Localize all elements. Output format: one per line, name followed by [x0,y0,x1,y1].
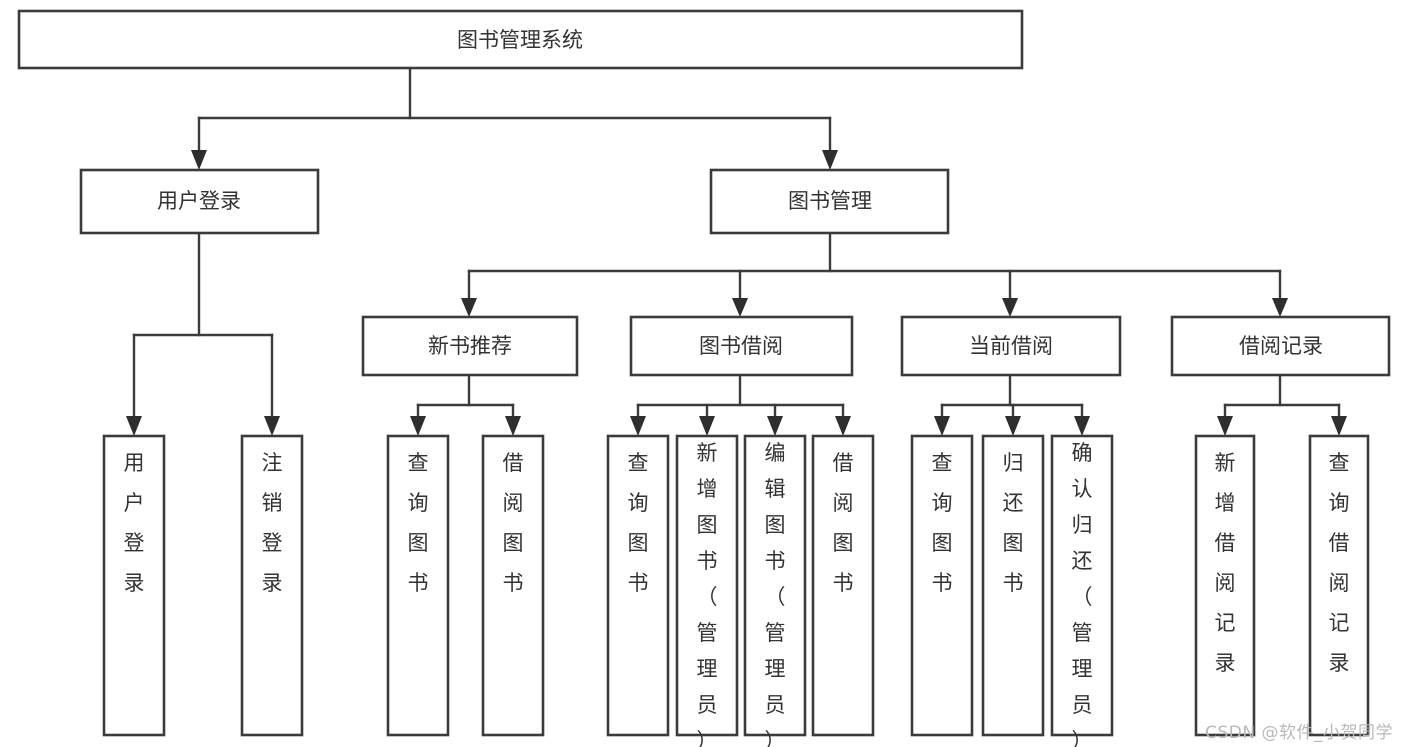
leaf-edit-book-admin[interactable]: 编辑图书（管理员） [743,434,807,747]
connector-layer [126,66,1347,436]
arrow-to-new-books [461,298,477,317]
node-new-book-recommend-label: 新书推荐 [428,334,512,358]
node-book-borrow-box[interactable] [629,315,854,377]
leaf-query-borrow-record[interactable]: 查询借阅记录 [1308,434,1370,737]
leaf-user-login[interactable]: 用户登录 [102,434,166,737]
leaf-add-borrow-record-box[interactable] [1194,434,1256,737]
node-user-login-box[interactable] [79,168,320,235]
leaf-query-book-borrow-box[interactable] [606,434,670,737]
node-book-borrow-label: 图书借阅 [699,334,783,358]
leaf-borrow-book-recommend[interactable]: 借阅图书 [481,434,545,737]
leaf-borrow-book-borrow-box[interactable] [811,434,875,737]
node-current-borrow-label: 当前借阅 [969,334,1053,358]
arrow-to-user-login [191,150,207,170]
node-book-management[interactable]: 图书管理 [709,168,950,235]
arrow-leaf-logout [264,416,280,436]
leaf-borrow-book-borrow[interactable]: 借阅图书 [811,434,875,737]
arrow-to-book-borrow [732,298,748,317]
leaf-user-login-label: 用户登录 [124,451,145,595]
arrow-to-book-mgmt [822,150,838,170]
node-root-box[interactable] [17,9,1024,70]
arrow-leaf-borrow-book-b [835,416,851,436]
leaf-query-book-current-box[interactable] [910,434,974,737]
node-user-login-label: 用户登录 [157,189,241,213]
leaf-query-borrow-record-box[interactable] [1308,434,1370,737]
leaf-borrow-book-borrow-label: 借阅图书 [833,451,854,595]
leaf-borrow-book-recommend-box[interactable] [481,434,545,737]
node-borrow-record-box[interactable] [1170,315,1391,377]
node-current-borrow[interactable]: 当前借阅 [900,315,1122,377]
arrow-leaf-borrow-book-a [505,416,521,436]
leaf-add-borrow-record-label: 新增借阅记录 [1215,451,1236,675]
leaf-query-book-current-label: 查询图书 [932,451,953,595]
node-book-management-label: 图书管理 [788,189,872,213]
node-new-book-recommend[interactable]: 新书推荐 [361,315,579,377]
arrow-leaf-confirm-return [1074,416,1090,436]
arrow-to-borrow-record [1272,298,1288,317]
leaf-query-borrow-record-label: 查询借阅记录 [1329,451,1350,675]
node-book-borrow[interactable]: 图书借阅 [629,315,854,377]
leaf-edit-book-admin-box[interactable] [743,434,807,737]
arrow-to-current-borrow [1002,298,1018,317]
node-root-label: 图书管理系统 [457,28,583,52]
leaf-logout-box[interactable] [240,434,304,737]
arrow-leaf-user-login [126,416,142,436]
leaf-add-book-admin-label: 新增图书（管理员） [697,441,718,747]
node-user-login[interactable]: 用户登录 [79,168,320,235]
leaf-edit-book-admin-label: 编辑图书（管理员） [765,441,786,747]
leaf-confirm-return-admin-box[interactable] [1050,434,1114,737]
node-book-management-box[interactable] [709,168,950,235]
leaf-query-book-recommend[interactable]: 查询图书 [386,434,450,737]
leaf-add-book-admin[interactable]: 新增图书（管理员） [675,434,739,747]
node-borrow-record[interactable]: 借阅记录 [1170,315,1391,377]
arrow-leaf-query-book-c [934,416,950,436]
leaf-query-book-borrow-label: 查询图书 [628,451,649,595]
arrow-leaf-query-book-b [630,416,646,436]
node-root[interactable]: 图书管理系统 [17,9,1024,70]
leaf-borrow-book-recommend-label: 借阅图书 [503,451,524,595]
arrow-leaf-edit-book [767,416,783,436]
leaf-add-borrow-record[interactable]: 新增借阅记录 [1194,434,1256,737]
node-new-book-recommend-box[interactable] [361,315,579,377]
leaf-logout[interactable]: 注销登录 [240,434,304,737]
leaf-user-login-box[interactable] [102,434,166,737]
leaf-add-book-admin-box[interactable] [675,434,739,737]
leaf-query-book-recommend-label: 查询图书 [408,451,429,595]
leaf-query-book-borrow[interactable]: 查询图书 [606,434,670,737]
leaf-return-book[interactable]: 归还图书 [981,434,1045,737]
leaf-query-book-current[interactable]: 查询图书 [910,434,974,737]
node-borrow-record-label: 借阅记录 [1239,334,1323,358]
leaf-logout-label: 注销登录 [262,451,283,595]
leaf-confirm-return-admin-label: 确认归还（管理员） [1072,441,1093,747]
arrow-leaf-add-book [699,416,715,436]
leaf-return-book-label: 归还图书 [1003,451,1024,595]
arrow-leaf-query-record [1331,416,1347,436]
node-current-borrow-box[interactable] [900,315,1122,377]
arrow-leaf-return-book [1005,416,1021,436]
arrow-leaf-query-book-a [410,416,426,436]
arrow-leaf-add-record [1217,416,1233,436]
leaf-query-book-recommend-box[interactable] [386,434,450,737]
leaf-confirm-return-admin[interactable]: 确认归还（管理员） [1050,434,1114,747]
leaf-return-book-box[interactable] [981,434,1045,737]
